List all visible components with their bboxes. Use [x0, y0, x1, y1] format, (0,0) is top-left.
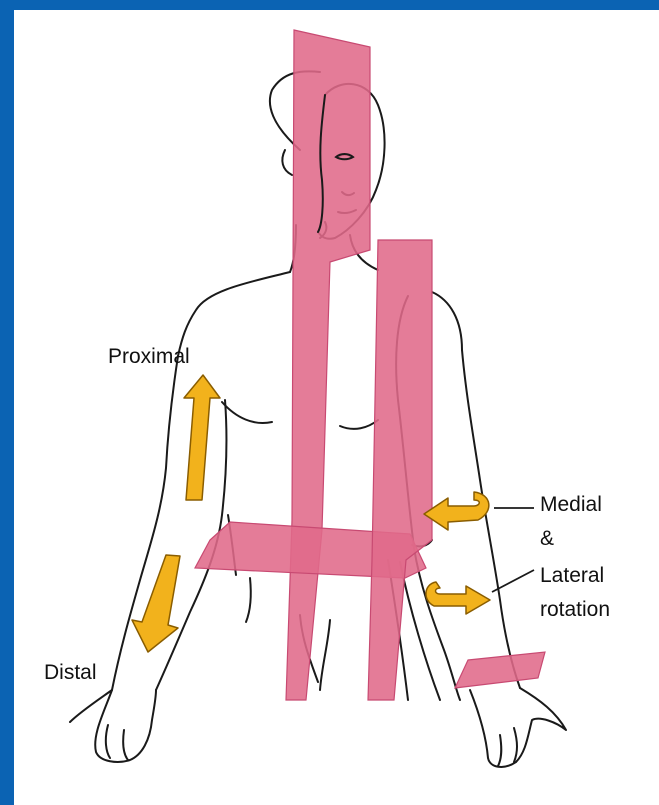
ear-left — [282, 150, 292, 175]
fingers-right — [498, 728, 517, 766]
medial-label: Medial — [540, 493, 602, 517]
parasagittal-plane — [368, 240, 432, 700]
hand-right — [470, 688, 566, 767]
leader-lines — [492, 508, 534, 592]
shoulder-right — [432, 292, 462, 350]
proximal-label: Proximal — [108, 345, 190, 369]
hip-left — [246, 578, 251, 622]
midsagittal-plane — [286, 30, 370, 700]
wrist-plane — [455, 652, 545, 688]
chest-right — [340, 420, 378, 429]
anatomical-planes — [195, 30, 545, 700]
rotation-label: rotation — [540, 598, 610, 622]
arrow-up-icon — [184, 375, 220, 500]
lateral-leader — [492, 570, 534, 592]
lateral-label: Lateral — [540, 564, 604, 588]
distal-label: Distal — [44, 661, 97, 685]
curved-arrow-left-icon — [424, 492, 489, 530]
hand-left — [70, 690, 156, 762]
curved-arrow-right-icon — [426, 582, 490, 614]
arrow-down-icon — [132, 555, 180, 652]
chest-left — [222, 402, 272, 423]
ampersand-label: & — [540, 527, 554, 551]
fingers-left — [106, 725, 128, 760]
shoulder-left — [178, 272, 290, 356]
